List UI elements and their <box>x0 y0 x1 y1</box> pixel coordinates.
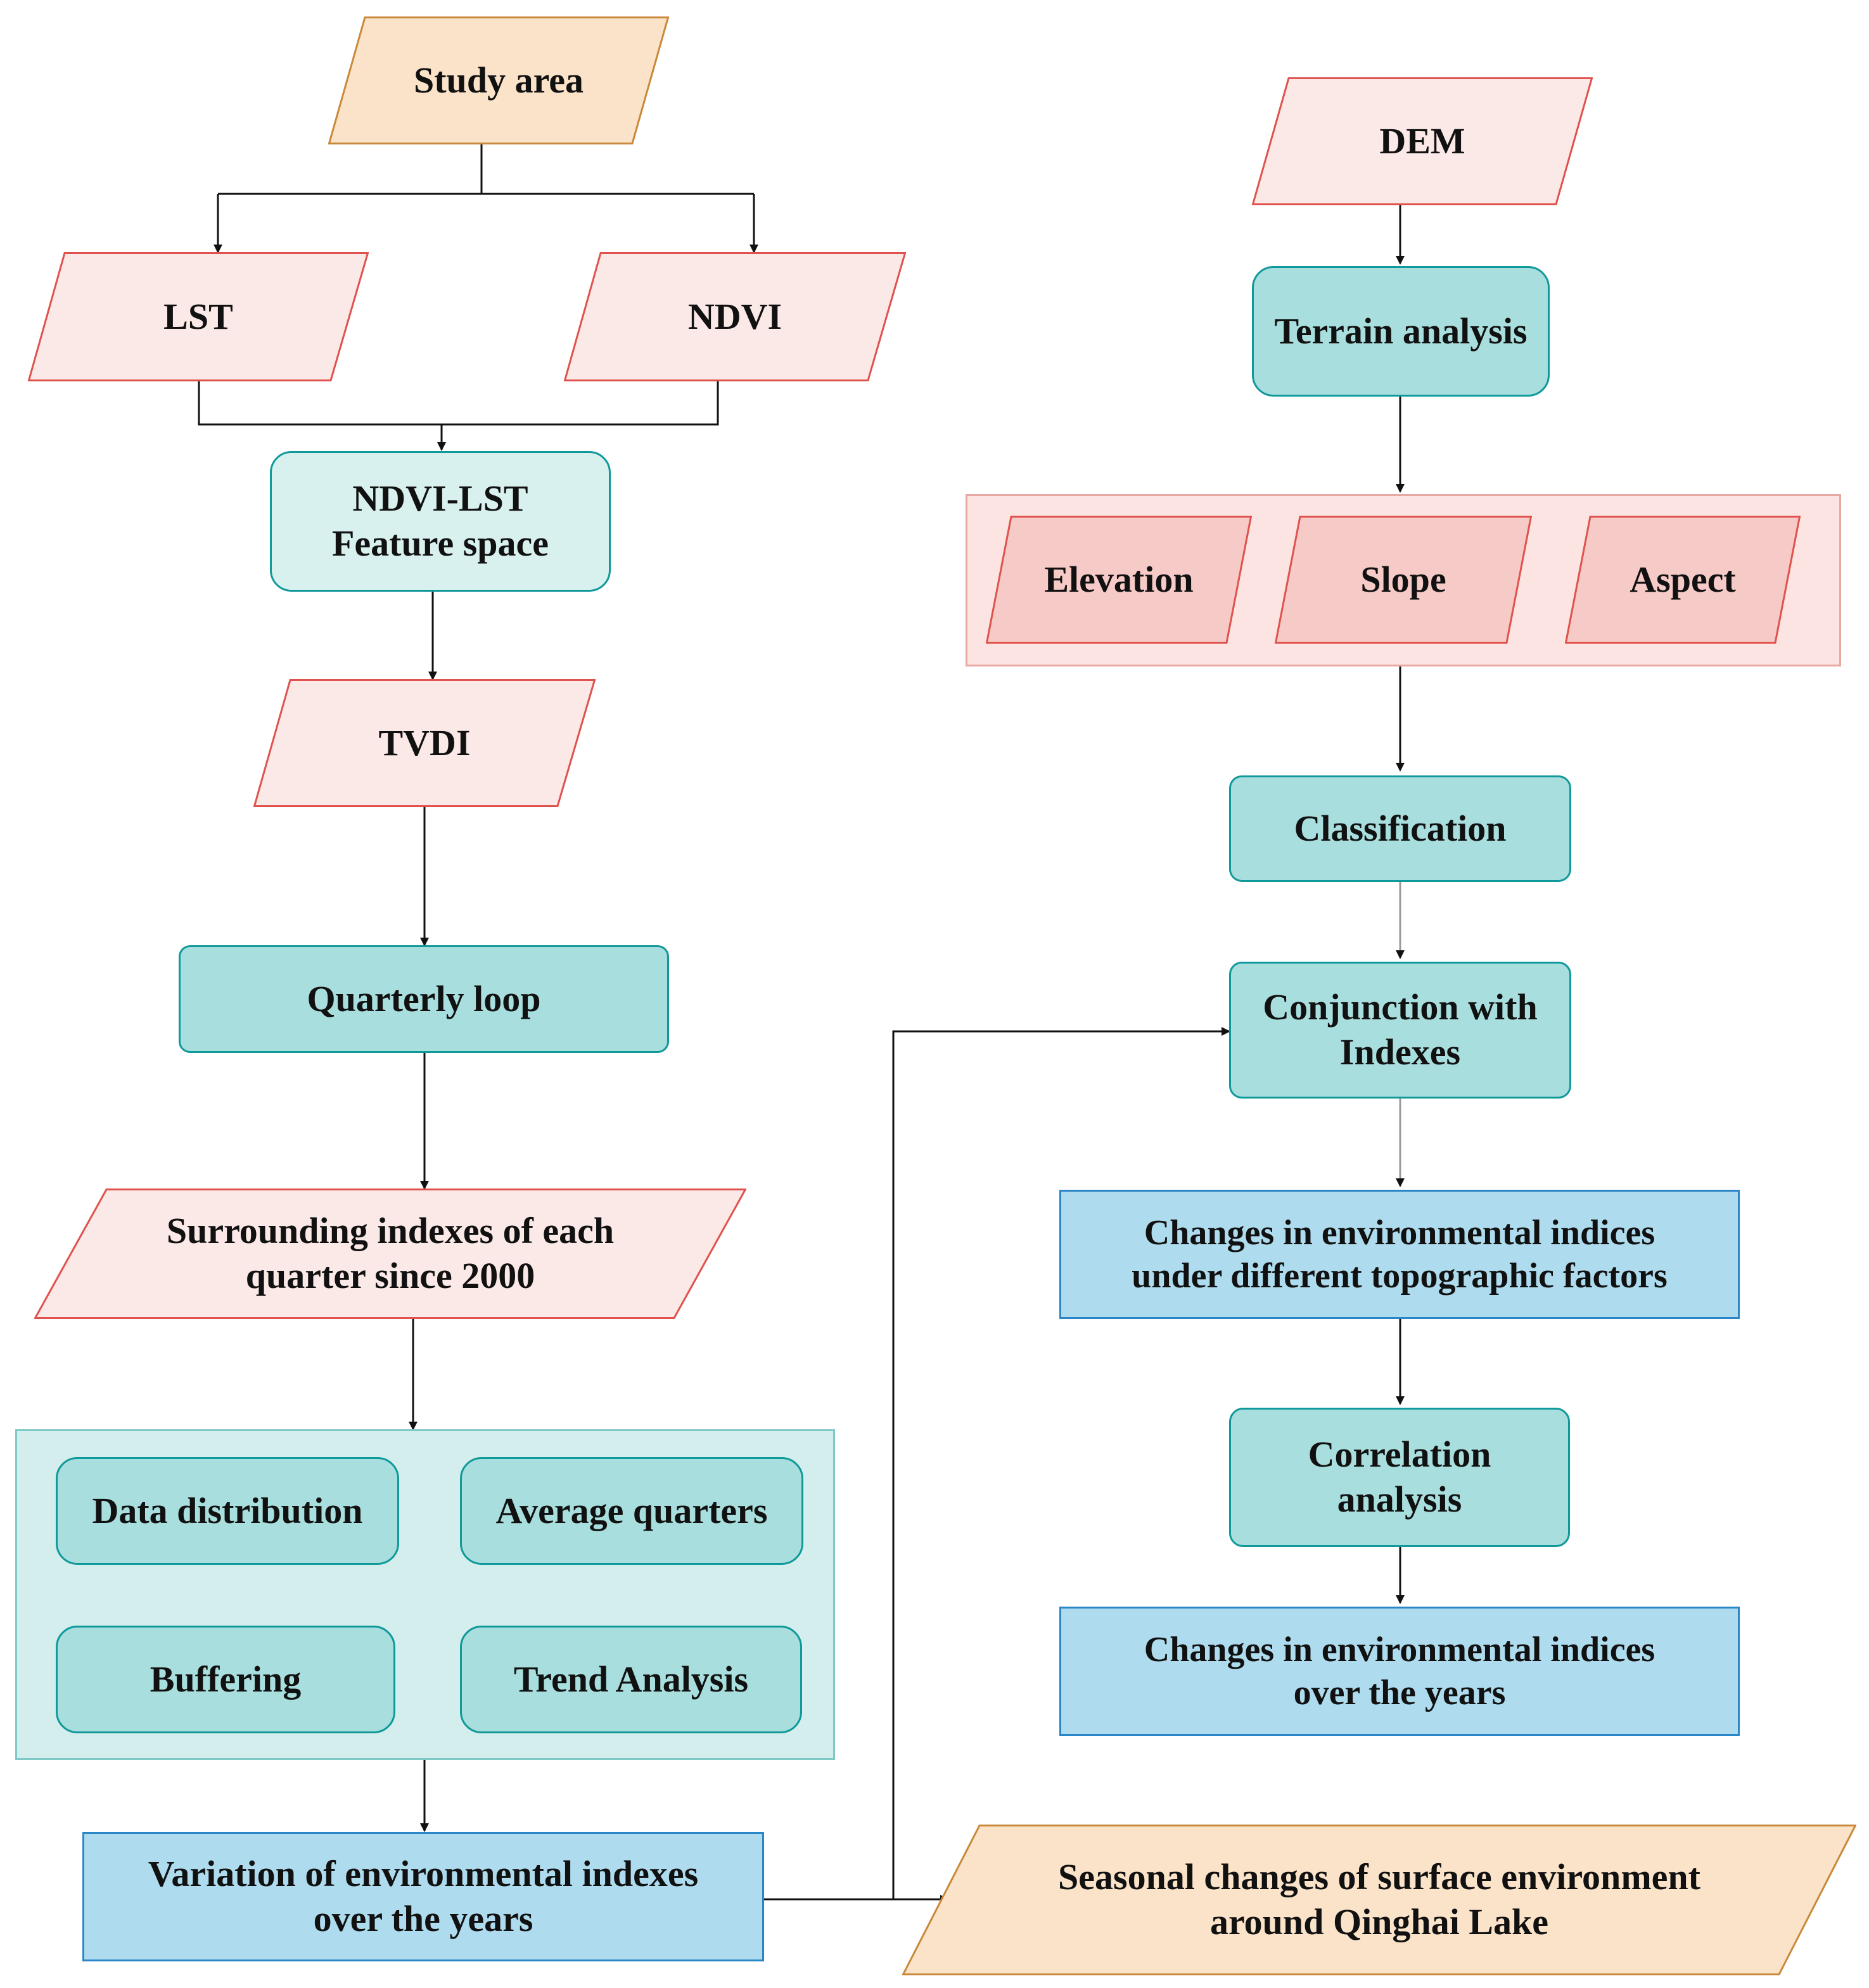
trend-analysis-node: Trend Analysis <box>460 1626 802 1733</box>
seasonal-changes-node: Seasonal changes of surface environment … <box>902 1825 1856 1975</box>
buffering-node: Buffering <box>56 1626 395 1733</box>
trend-analysis-label: Trend Analysis <box>513 1658 749 1700</box>
parallelogram-shape <box>253 679 596 807</box>
ndvi-label: NDVI <box>687 295 782 337</box>
conjunction-node: Conjunction with Indexes <box>1229 962 1571 1099</box>
parallelogram-shape <box>902 1825 1856 1975</box>
terrain-analysis-label: Terrain analysis <box>1274 310 1528 352</box>
feature-space-label: NDVI-LST Feature space <box>332 478 549 564</box>
data-distribution-node: Data distribution <box>56 1457 399 1565</box>
parallelogram-shape <box>1565 516 1801 644</box>
surrounding-indexes-label: Surrounding indexes of each quarter sinc… <box>166 1210 615 1296</box>
buffering-label: Buffering <box>150 1658 302 1700</box>
parallelogram-shape <box>1275 516 1532 644</box>
parallelogram-shape <box>564 252 906 381</box>
parallelogram-shape <box>986 516 1252 644</box>
edge-lst-ndvi-merge <box>198 381 719 426</box>
ndvi-node: NDVI <box>564 252 906 381</box>
edge-study-split <box>218 144 754 195</box>
tvdi-node: TVDI <box>253 679 596 807</box>
quarterly-loop-label: Quarterly loop <box>307 978 541 1019</box>
aspect-node: Aspect <box>1565 516 1801 644</box>
elevation-label: Elevation <box>1044 558 1194 600</box>
dem-node: DEM <box>1252 77 1593 205</box>
parallelogram-shape <box>1252 77 1593 205</box>
lst-node: LST <box>28 252 369 381</box>
changes-topographic-label: Changes in environmental indices under d… <box>1132 1213 1668 1296</box>
parallelogram-shape <box>34 1188 746 1319</box>
terrain-analysis-node: Terrain analysis <box>1252 266 1550 397</box>
elevation-node: Elevation <box>986 516 1252 644</box>
aspect-label: Aspect <box>1630 558 1736 600</box>
feature-space-node: NDVI-LST Feature space <box>270 451 611 592</box>
classification-label: Classification <box>1294 807 1507 849</box>
changes-over-years-label: Changes in environmental indices over th… <box>1144 1629 1655 1712</box>
slope-node: Slope <box>1275 516 1532 644</box>
data-distribution-label: Data distribution <box>92 1489 363 1531</box>
quarterly-loop-node: Quarterly loop <box>179 945 669 1053</box>
edge-variation-to-conjunction <box>892 1027 1230 1899</box>
conjunction-label: Conjunction with Indexes <box>1263 986 1538 1073</box>
tvdi-label: TVDI <box>378 722 471 763</box>
correlation-analysis-label: Correlation analysis <box>1308 1434 1491 1520</box>
changes-topographic-node: Changes in environmental indices under d… <box>1059 1190 1740 1319</box>
correlation-analysis-node: Correlation analysis <box>1229 1408 1570 1547</box>
parallelogram-shape <box>28 252 369 381</box>
changes-over-years-node: Changes in environmental indices over th… <box>1059 1607 1740 1736</box>
seasonal-changes-label: Seasonal changes of surface environment … <box>1058 1856 1700 1942</box>
dem-label: DEM <box>1379 120 1465 162</box>
classification-node: Classification <box>1229 775 1571 882</box>
slope-label: Slope <box>1360 558 1446 600</box>
study-area-label: Study area <box>413 59 584 101</box>
variation-result-label: Variation of environmental indexes over … <box>148 1853 699 1939</box>
average-quarters-node: Average quarters <box>460 1457 803 1565</box>
surrounding-indexes-node: Surrounding indexes of each quarter sinc… <box>34 1188 746 1319</box>
variation-result-node: Variation of environmental indexes over … <box>82 1832 764 1961</box>
study-area-node: Study area <box>328 16 669 144</box>
lst-label: LST <box>163 295 233 337</box>
parallelogram-shape <box>328 16 669 144</box>
average-quarters-label: Average quarters <box>495 1489 768 1531</box>
